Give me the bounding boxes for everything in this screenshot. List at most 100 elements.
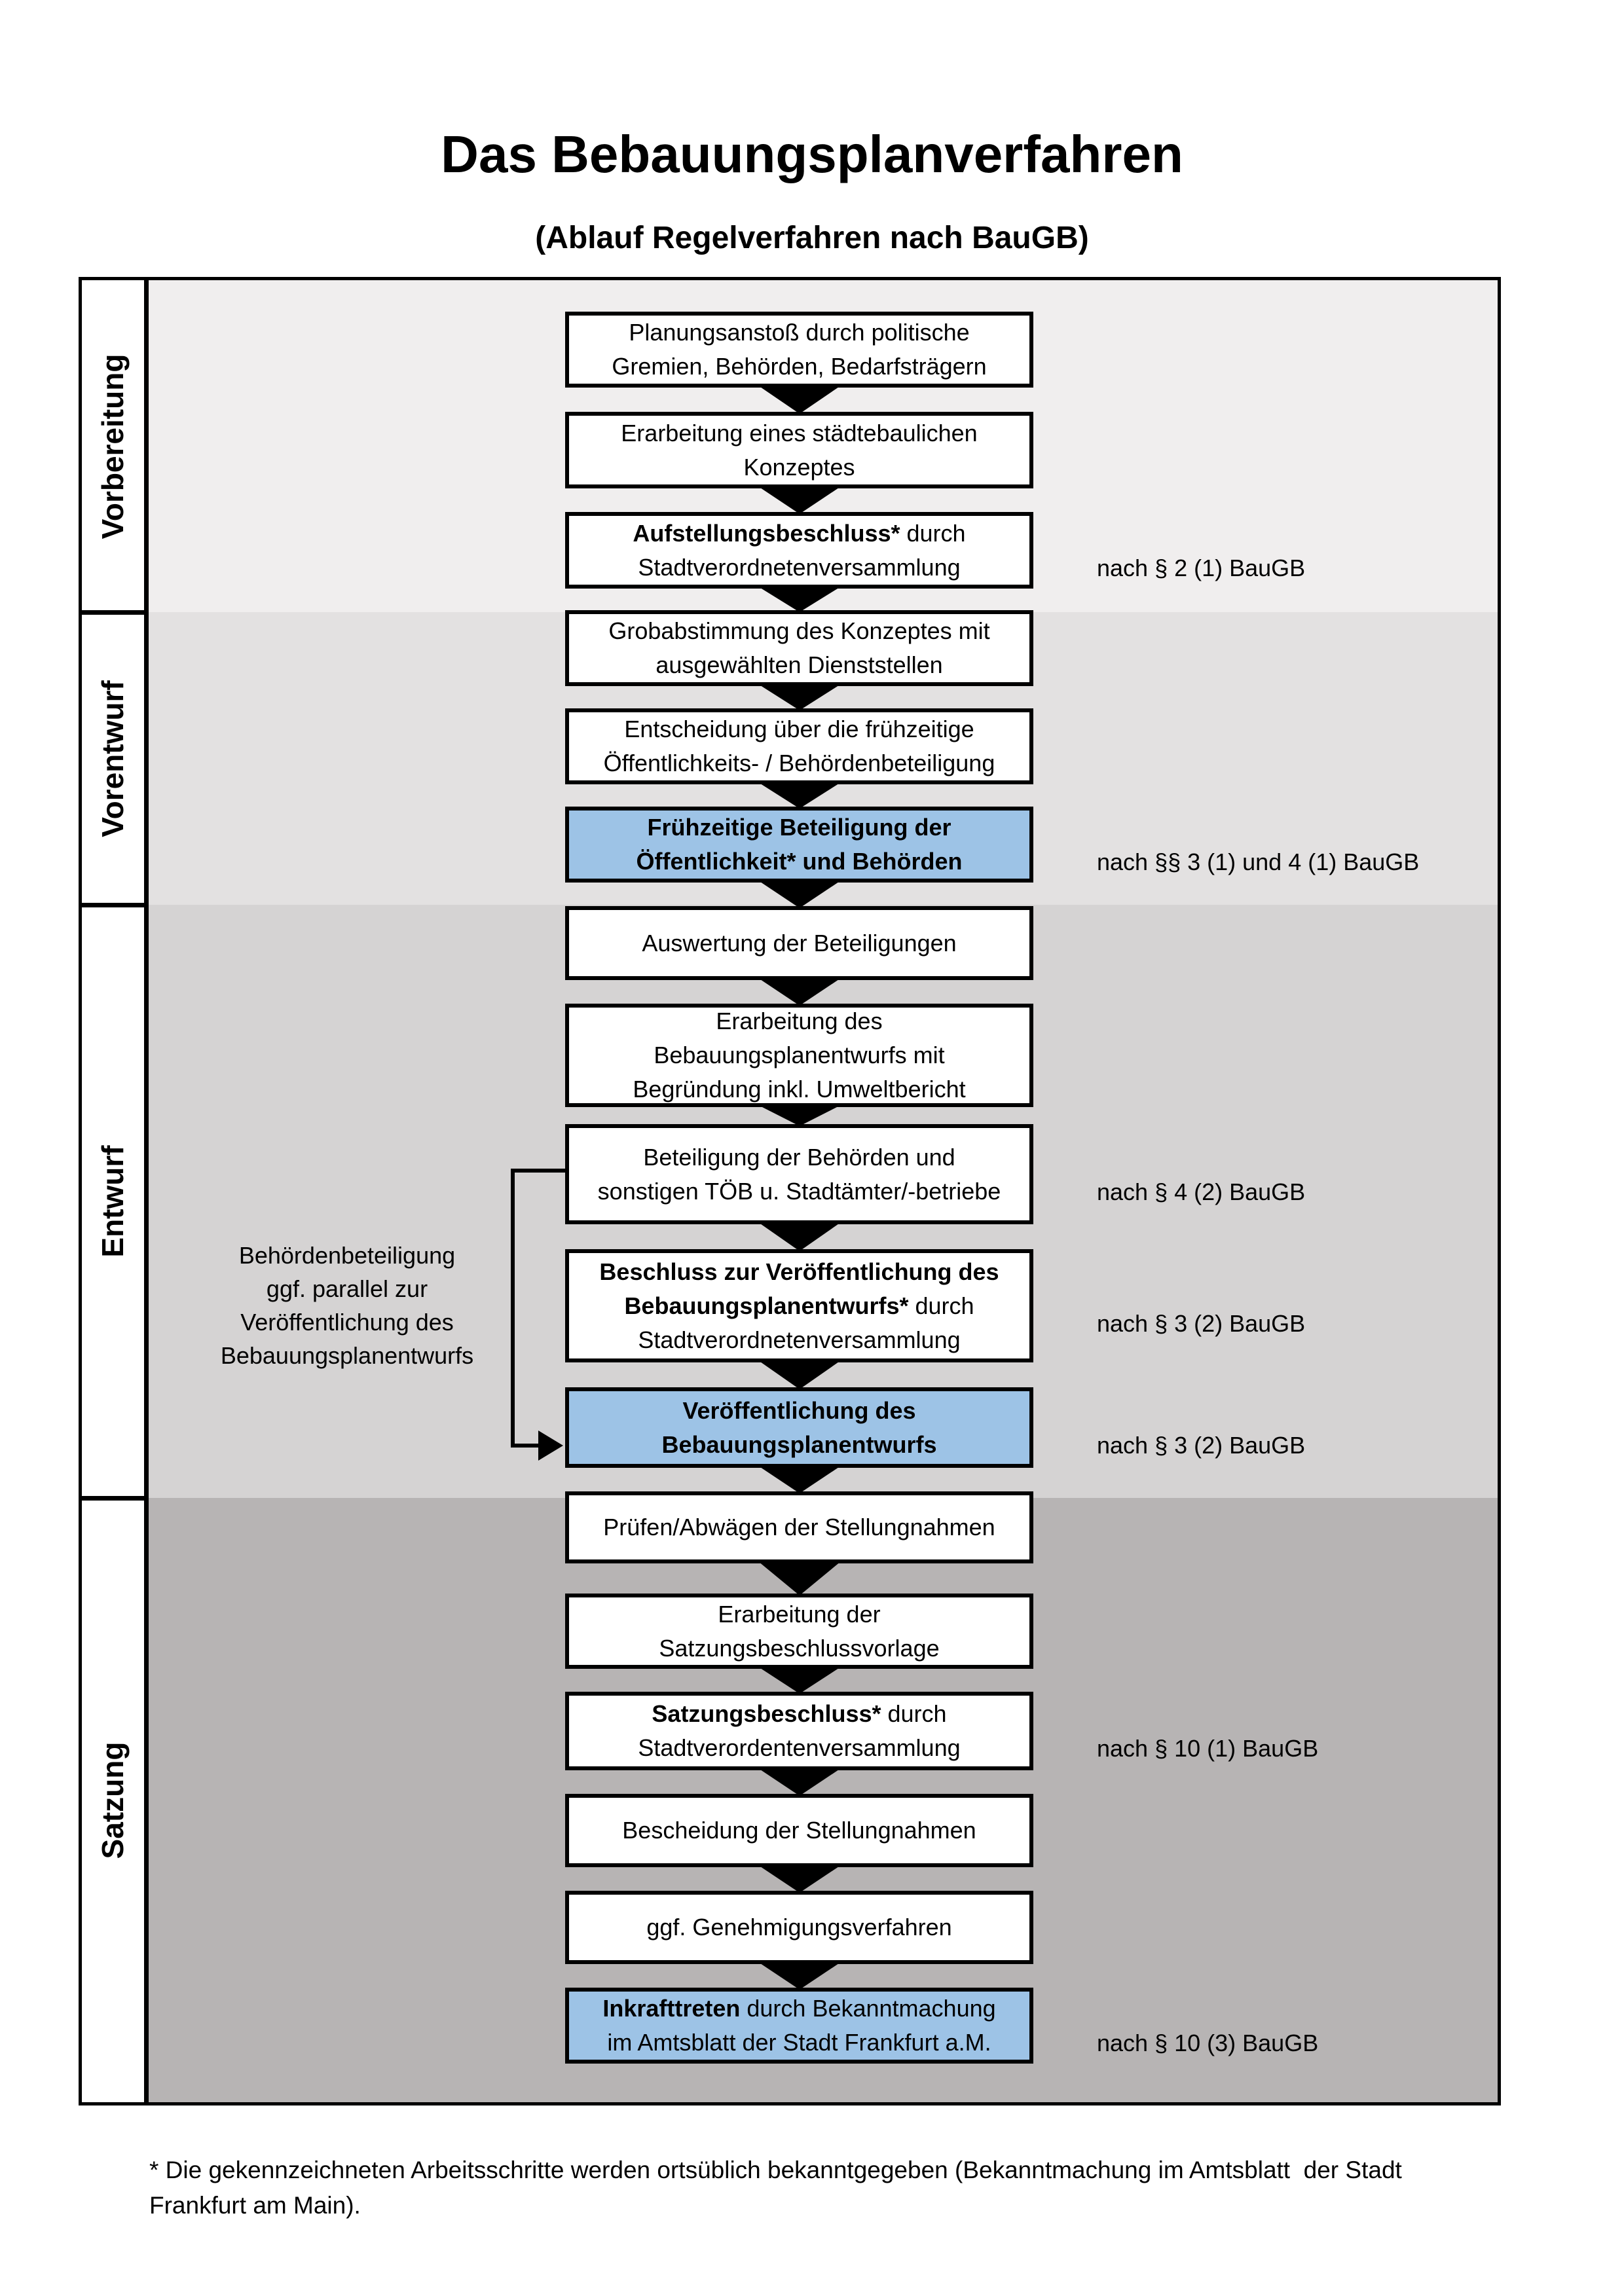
legal-reference-10: nach § 3 (2) BauGB bbox=[1097, 1309, 1306, 1337]
phase-label-divider bbox=[82, 1496, 144, 1501]
step-text-segment: Grobabstimmung des Konzeptes mit bbox=[608, 617, 990, 644]
step-text-segment: Stadtverordnetenversammlung bbox=[638, 1326, 961, 1353]
connector-top-segment bbox=[511, 1169, 565, 1173]
step-text-segment: durch Bekanntmachung bbox=[740, 1995, 996, 2022]
step-box-line: ggf. Genehmigungsverfahren bbox=[646, 1910, 951, 1944]
step-box-7-entwurf: Auswertung der Beteiligungen bbox=[565, 906, 1033, 980]
down-arrow-icon bbox=[758, 1962, 841, 1990]
step-box-line: Satzungsbeschluss* durch bbox=[652, 1697, 946, 1731]
step-text-segment: sonstigen TÖB u. Stadtämter/-betriebe bbox=[597, 1177, 1001, 1205]
legal-reference-11: nach § 3 (2) BauGB bbox=[1097, 1431, 1306, 1459]
step-box-line: ausgewählten Dienststellen bbox=[655, 648, 942, 682]
step-text-segment: Inkrafttreten bbox=[602, 1995, 741, 2022]
step-box-12-satzung: Prüfen/Abwägen der Stellungnahmen bbox=[565, 1491, 1033, 1563]
step-text-segment: Auswertung der Beteiligungen bbox=[642, 929, 957, 957]
step-text-segment: Gremien, Behörden, Bedarfsträgern bbox=[612, 353, 987, 380]
step-text-segment: Öffentlichkeits- / Behördenbeteiligung bbox=[603, 750, 995, 776]
step-box-4-vorentwurf: Grobabstimmung des Konzeptes mit ausgewäh… bbox=[565, 610, 1033, 686]
phase-label-entwurf: Entwurf bbox=[96, 1145, 130, 1258]
step-box-line: Öffentlichkeit* und Behörden bbox=[636, 845, 962, 879]
legal-reference-6: nach §§ 3 (1) und 4 (1) BauGB bbox=[1097, 848, 1420, 875]
step-text-segment: durch bbox=[908, 1292, 974, 1319]
step-text-segment: Öffentlichkeit* und Behörden bbox=[636, 848, 963, 875]
step-text-segment: Erarbeitung der bbox=[718, 1600, 881, 1628]
step-box-17-satzung: Inkrafttreten durch Bekanntmachung im Amt… bbox=[565, 1988, 1033, 2064]
down-arrow-icon bbox=[758, 782, 841, 809]
footnote: * Die gekennzeichneten Arbeitsschritte w… bbox=[149, 2153, 1402, 2223]
step-text-segment: Bescheidung der Stellungnahmen bbox=[622, 1817, 976, 1844]
step-box-line: Erarbeitung der bbox=[718, 1597, 880, 1631]
down-arrow-icon bbox=[758, 386, 841, 414]
side-note-line: Bebauungsplanentwurfs bbox=[220, 1342, 474, 1369]
step-box-line: Begründung inkl. Umweltbericht bbox=[633, 1072, 965, 1106]
step-box-line: Veröffentlichung des bbox=[682, 1394, 915, 1428]
step-text-segment: durch bbox=[900, 519, 966, 547]
legal-reference-9: nach § 4 (2) BauGB bbox=[1097, 1178, 1306, 1205]
down-arrow-icon bbox=[758, 1561, 841, 1595]
down-arrow-icon bbox=[758, 1360, 841, 1389]
step-box-line: Frühzeitige Beteiligung der bbox=[647, 811, 951, 845]
step-text-segment: Erarbeitung eines städtebaulichen bbox=[621, 419, 978, 446]
step-box-line: Grobabstimmung des Konzeptes mit bbox=[608, 614, 989, 648]
step-box-line: Konzeptes bbox=[743, 450, 855, 484]
down-arrow-icon bbox=[758, 1768, 841, 1796]
step-box-line: Gremien, Behörden, Bedarfsträgern bbox=[612, 350, 986, 384]
label-column-divider bbox=[144, 280, 149, 2102]
step-text-segment: Stadtverordentenversammlung bbox=[638, 1734, 961, 1761]
step-text-segment: durch bbox=[881, 1700, 947, 1727]
step-box-line: Bebauungsplanentwurfs* durch bbox=[624, 1289, 974, 1323]
down-arrow-icon bbox=[758, 1105, 841, 1126]
step-box-line: Bescheidung der Stellungnahmen bbox=[622, 1813, 976, 1848]
step-text-segment: Begründung inkl. Umweltbericht bbox=[633, 1076, 966, 1102]
down-arrow-icon bbox=[758, 881, 841, 908]
step-box-line: Öffentlichkeits- / Behördenbeteiligung bbox=[604, 746, 995, 780]
step-text-segment: Bebauungsplanentwurfs bbox=[661, 1430, 937, 1458]
step-box-15-satzung: Bescheidung der Stellungnahmen bbox=[565, 1794, 1033, 1867]
step-text-segment: Beschluss zur Veröffentlichung des bbox=[599, 1258, 999, 1285]
step-text-segment: Bebauungsplanentwurfs* bbox=[624, 1292, 909, 1319]
down-arrow-icon bbox=[758, 1222, 841, 1251]
step-box-line: Beteiligung der Behörden und bbox=[643, 1140, 955, 1175]
step-box-line: Erarbeitung des bbox=[716, 1004, 882, 1038]
step-box-line: sonstigen TÖB u. Stadtämter/-betriebe bbox=[598, 1175, 1001, 1209]
step-box-line: Auswertung der Beteiligungen bbox=[642, 926, 956, 960]
step-box-line: Inkrafttreten durch Bekanntmachung bbox=[602, 1992, 995, 2026]
step-box-line: Stadtverordnetenversammlung bbox=[638, 551, 960, 585]
step-text-segment: Konzeptes bbox=[743, 453, 855, 481]
page-title: Das Bebauungsplanverfahren bbox=[441, 125, 1183, 183]
down-arrow-icon bbox=[758, 1667, 841, 1694]
connector-bottom-segment bbox=[511, 1444, 541, 1448]
step-box-line: im Amtsblatt der Stadt Frankfurt a.M. bbox=[607, 2026, 991, 2060]
step-text-segment: Prüfen/Abwägen der Stellungnahmen bbox=[603, 1514, 995, 1540]
phase-label-vorentwurf: Vorentwurf bbox=[96, 680, 130, 837]
step-box-line: Prüfen/Abwägen der Stellungnahmen bbox=[603, 1510, 995, 1544]
step-box-line: Satzungsbeschlussvorlage bbox=[659, 1631, 939, 1666]
step-text-segment: ggf. Genehmigungsverfahren bbox=[646, 1914, 952, 1941]
step-text-segment: Planungsanstoß durch politische bbox=[629, 319, 970, 346]
step-box-line: Aufstellungsbeschluss* durch bbox=[633, 517, 965, 551]
connector-vertical-segment bbox=[511, 1169, 515, 1448]
side-note-line: ggf. parallel zur bbox=[266, 1275, 428, 1302]
step-text-segment: im Amtsblatt der Stadt Frankfurt a.M. bbox=[607, 2029, 991, 2056]
page-subtitle: (Ablauf Regelverfahren nach BauGB) bbox=[535, 221, 1089, 255]
step-text-segment: Stadtverordnetenversammlung bbox=[638, 553, 961, 581]
step-box-line: Erarbeitung eines städtebaulichen bbox=[621, 416, 977, 450]
side-note-line: Behördenbeteiligung bbox=[238, 1242, 456, 1269]
step-text-segment: Entscheidung über die frühzeitige bbox=[624, 716, 974, 742]
down-arrow-icon bbox=[758, 978, 841, 1006]
step-text-segment: Erarbeitung des bbox=[716, 1008, 883, 1034]
step-box-line: Bebauungsplanentwurfs mit bbox=[654, 1038, 944, 1072]
step-box-16-satzung: ggf. Genehmigungsverfahren bbox=[565, 1891, 1033, 1964]
step-text-segment: Satzungsbeschluss* bbox=[652, 1700, 881, 1727]
step-box-line: Entscheidung über die frühzeitige bbox=[624, 712, 974, 746]
step-text-segment: Bebauungsplanentwurfs mit bbox=[654, 1042, 945, 1068]
down-arrow-icon bbox=[758, 587, 841, 612]
